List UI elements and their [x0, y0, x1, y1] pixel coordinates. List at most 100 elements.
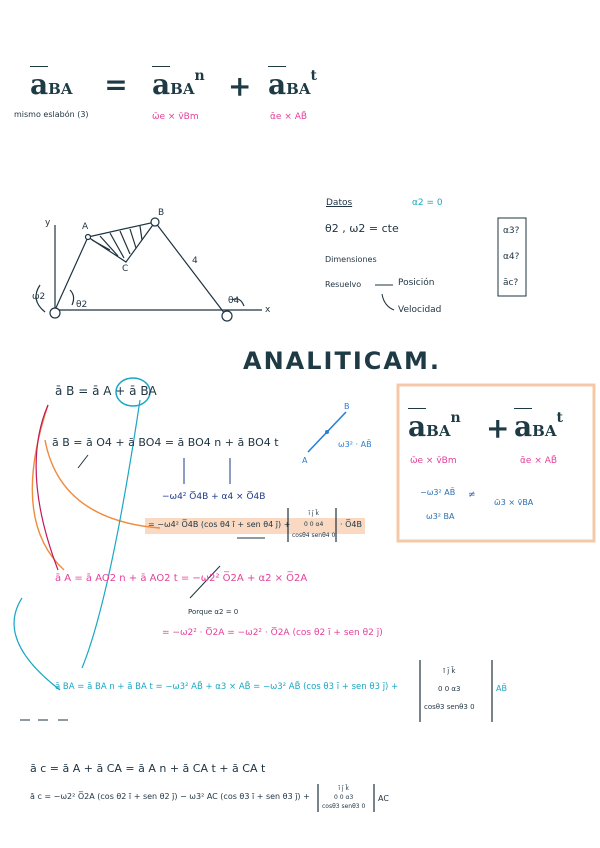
eq-aB-tail: · O̅4B	[340, 520, 362, 529]
vector-label: ω3² · AB̄	[338, 440, 372, 449]
label-th4: θ4	[228, 296, 240, 306]
hatch	[99, 235, 119, 257]
vector-label-A: A	[302, 456, 308, 465]
det-row: ī j̄ k̄	[443, 667, 456, 675]
t1-sup: n	[194, 68, 205, 84]
box-line2: ω3² BA	[426, 512, 455, 521]
box-t2-sub: BA	[532, 422, 557, 440]
datos-velocidad: Velocidad	[398, 305, 442, 315]
circle-highlight	[115, 377, 151, 407]
joint-A	[84, 233, 92, 241]
eq-ac-expand: ā c = −ω2² O̅2A (cos θ2 ī + sen θ2 j̄) −…	[30, 792, 310, 801]
label-4: 4	[192, 256, 198, 266]
datos-title: Datos	[326, 198, 353, 208]
det-row: cosθ3 senθ3 0	[424, 703, 475, 711]
label-th2: θ2	[76, 300, 88, 310]
datos-alpha2: α2 = 0	[412, 198, 443, 208]
det-row: ī j̄ k̄	[338, 785, 349, 792]
top-equation: aBA =	[30, 66, 150, 101]
box-line1b: ω̄3 × v̄BA	[494, 498, 534, 507]
label-x: x	[265, 305, 271, 315]
box-t2-symbol: a	[514, 408, 533, 443]
label-C: C	[122, 264, 129, 274]
theta2-arc	[69, 289, 75, 306]
orange-arrow	[31, 404, 65, 571]
label-A: A	[82, 222, 89, 232]
det-row: 0 0 α3	[438, 685, 461, 693]
box-term-1: aBAn	[408, 408, 461, 443]
heading-analitica: ANALITICAM.	[243, 347, 441, 375]
box-neq: ≠	[468, 490, 476, 500]
vector-mid	[325, 430, 329, 434]
datos-line1: θ2 , ω2 = cte	[325, 222, 399, 235]
top-term-1: aBAn	[152, 66, 205, 101]
eq-ac: ā c = ā A + ā CA = ā A n + ā CA t + ā CA…	[30, 762, 266, 775]
note-same-link: mismo eslabón (3)	[14, 110, 89, 119]
joint-B	[150, 217, 160, 227]
eq-aBA: ā BA = ā BA n + ā BA t = −ω3² AB̄ + α3 ×…	[55, 682, 399, 692]
det-e2: ī j̄ k̄ 0 0 α4 cosθ4 senθ4 0	[292, 508, 335, 541]
small-arrow	[77, 454, 89, 469]
lhs-symbol: a	[30, 66, 49, 101]
box-t1-sup: n	[450, 410, 461, 426]
eq-ac-tail: AC	[378, 794, 389, 803]
det-row: cosθ4 senθ4 0	[292, 532, 336, 539]
det-row: 0 0 α4	[304, 521, 324, 528]
eq-aB-O4: ā B = ā O4 + ā BO4 = ā BO4 n + ā BO4 t	[52, 436, 279, 449]
eq-aA-result: = −ω2² · O̅2A = −ω2² · O̅2A (cos θ2 ī + …	[162, 628, 383, 638]
unknown-alpha4: α4?	[503, 252, 520, 262]
box-note-t1: ω̄e × v̄Bm	[410, 456, 457, 466]
t1-sub: BA	[170, 80, 195, 98]
top-plus: +	[228, 70, 252, 103]
box-plus: +	[486, 412, 510, 445]
unknowns-box	[497, 217, 527, 297]
eq-aB-expand: = −ω4² O̅4B (cos θ4 ī + sen θ4 j̄) +	[148, 520, 291, 529]
crimson-arrow	[35, 404, 59, 571]
hatch	[91, 239, 111, 251]
link-3-triangle	[86, 221, 157, 263]
ground-O2	[49, 307, 61, 319]
hatch	[139, 225, 143, 241]
box-term-2: aBAt	[514, 408, 563, 443]
det-e6: ī j̄ k̄ 0 0 α3 cosθ3 senθ3 0	[322, 784, 365, 811]
unknown-alpha3: α3?	[503, 226, 520, 236]
hatch	[119, 230, 131, 255]
ground-O4	[221, 310, 233, 322]
lhs-sub: BA	[48, 80, 73, 98]
note-t1: ω̄e × v̄Bm	[152, 112, 199, 122]
link-2	[54, 236, 89, 311]
summary-box	[396, 383, 596, 543]
hatch	[109, 232, 125, 259]
arrow-velocidad	[381, 293, 395, 311]
linkage-diagram	[35, 217, 262, 322]
box-t1-sub: BA	[426, 422, 451, 440]
label-w2: ω2	[32, 292, 46, 302]
cyan-arrow-up	[81, 399, 141, 669]
t2-sub: BA	[286, 80, 311, 98]
det-row: ī j̄ k̄	[308, 510, 319, 517]
t2-symbol: a	[268, 66, 287, 101]
det-row: cosθ3 senθ3 0	[322, 803, 366, 810]
orange-arrow-2	[44, 439, 161, 529]
datos-posicion: Posición	[398, 278, 435, 288]
link-4	[154, 221, 226, 315]
hatch	[129, 228, 137, 249]
eq-aA-text: ā A = ā AO2 n + ā AO2 t = −ω2² O̅2A + α2…	[55, 573, 308, 584]
box-note-t2: ᾱe × AB̄	[520, 456, 558, 466]
strike-line	[189, 565, 221, 599]
eq-aB: ā B = ā A + ā BA	[55, 384, 157, 398]
theta4-arc	[231, 298, 245, 307]
box-t1-symbol: a	[408, 408, 427, 443]
unknown-ac: āc?	[503, 278, 519, 288]
eq-aB-O4-sub: −ω4² O̅4B + α4 × O̅4B	[162, 492, 266, 502]
t2-sup: t	[310, 68, 317, 84]
datos-line3: Resuelvo	[325, 280, 362, 289]
t1-symbol: a	[152, 66, 171, 101]
equals-sign: =	[104, 68, 128, 101]
cyan-arrow-left	[13, 597, 61, 691]
box-t2-sup: t	[556, 410, 563, 426]
eq-aA-note: Porque α2 = 0	[188, 608, 239, 616]
label-B: B	[158, 208, 165, 218]
box-line1: −ω3² AB̄	[420, 488, 456, 497]
